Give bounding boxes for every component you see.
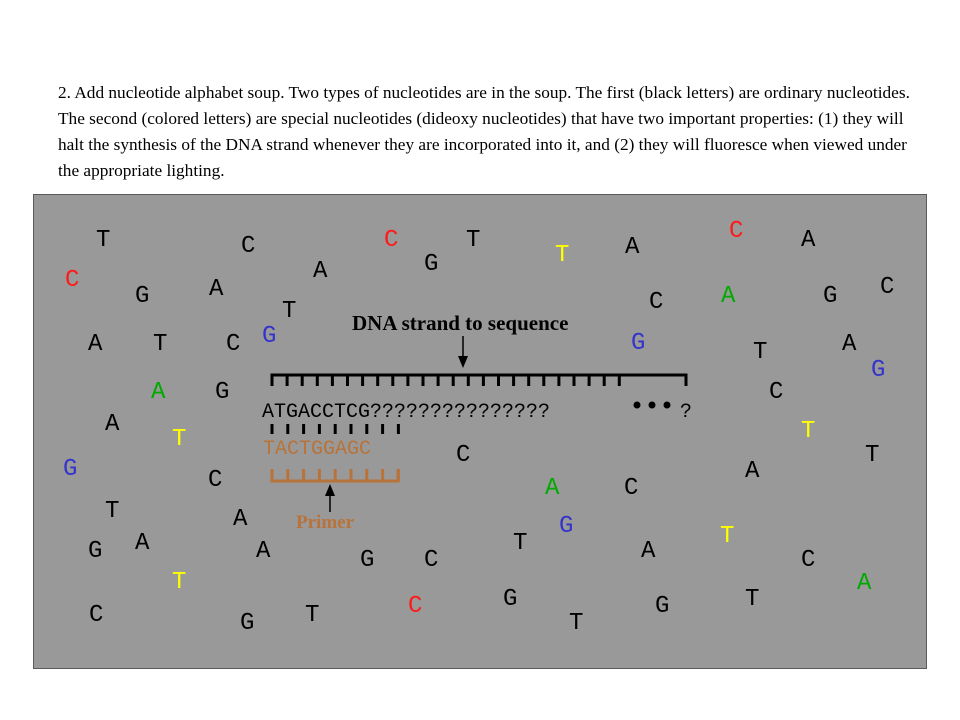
dideoxy-nucleotide-G: G (63, 456, 78, 483)
nucleotide-C: C (424, 547, 439, 574)
nucleotide-T: T (865, 442, 880, 469)
nucleotide-A: A (625, 234, 640, 261)
nucleotide-A: A (256, 538, 271, 565)
nucleotide-T: T (153, 331, 168, 358)
dideoxy-nucleotide-A: A (151, 379, 166, 406)
dideoxy-nucleotide-T: T (172, 569, 187, 596)
nucleotide-A: A (88, 331, 103, 358)
dideoxy-nucleotide-A: A (721, 283, 736, 310)
dideoxy-nucleotide-G: G (871, 357, 886, 384)
nucleotide-G: G (655, 593, 670, 620)
dideoxy-nucleotide-A: A (545, 475, 560, 502)
nucleotide-C: C (801, 547, 816, 574)
nucleotide-G: G (424, 251, 439, 278)
nucleotide-A: A (801, 227, 816, 254)
nucleotide-T: T (96, 227, 111, 254)
nucleotide-soup-panel (33, 194, 927, 669)
nucleotide-C: C (89, 602, 104, 629)
dideoxy-nucleotide-C: C (65, 267, 80, 294)
nucleotide-G: G (360, 547, 375, 574)
primer-bracket (270, 469, 400, 483)
nucleotide-T: T (745, 586, 760, 613)
nucleotide-A: A (313, 258, 328, 285)
base-pair-ticks (270, 424, 400, 434)
nucleotide-T: T (105, 498, 120, 525)
nucleotide-C: C (769, 379, 784, 406)
nucleotide-A: A (641, 538, 656, 565)
primer-label: Primer (296, 512, 355, 533)
nucleotide-A: A (105, 411, 120, 438)
nucleotide-A: A (135, 530, 150, 557)
nucleotide-G: G (135, 283, 150, 310)
nucleotide-A: A (745, 458, 760, 485)
nucleotide-T: T (282, 298, 297, 325)
instruction-text: 2. Add nucleotide alphabet soup. Two typ… (58, 83, 910, 180)
nucleotide-A: A (209, 276, 224, 303)
template-bracket (270, 373, 688, 386)
dideoxy-nucleotide-G: G (559, 513, 574, 540)
nucleotide-A: A (233, 506, 248, 533)
dideoxy-nucleotide-T: T (172, 426, 187, 453)
nucleotide-T: T (513, 530, 528, 557)
nucleotide-G: G (823, 283, 838, 310)
nucleotide-T: T (305, 602, 320, 629)
dideoxy-nucleotide-T: T (555, 242, 570, 269)
nucleotide-G: G (215, 379, 230, 406)
nucleotide-T: T (753, 339, 768, 366)
dideoxy-nucleotide-C: C (729, 218, 744, 245)
nucleotide-C: C (649, 289, 664, 316)
dideoxy-nucleotide-T: T (801, 418, 816, 445)
nucleotide-C: C (624, 475, 639, 502)
nucleotide-C: C (880, 274, 895, 301)
dideoxy-nucleotide-C: C (408, 593, 423, 620)
nucleotide-G: G (88, 538, 103, 565)
nucleotide-T: T (466, 227, 481, 254)
dideoxy-nucleotide-G: G (631, 330, 646, 357)
nucleotide-G: G (503, 586, 518, 613)
nucleotide-C: C (208, 467, 223, 494)
dideoxy-nucleotide-G: G (262, 323, 277, 350)
strand-arrow (458, 336, 468, 368)
strand-label: DNA strand to sequence (352, 311, 568, 335)
nucleotide-C: C (226, 331, 241, 358)
nucleotide-C: C (241, 233, 256, 260)
nucleotide-T: T (569, 610, 584, 637)
dideoxy-nucleotide-C: C (384, 227, 399, 254)
template-strand: ATGACCTCG??????????????? (262, 401, 550, 424)
nucleotide-A: A (842, 331, 857, 358)
dideoxy-nucleotide-T: T (720, 523, 735, 550)
primer-arrow (325, 484, 335, 512)
primer-sequence: TACTGGAGC (263, 438, 371, 461)
nucleotide-C: C (456, 442, 471, 469)
template-end: ? (680, 401, 692, 424)
continuation-dots (633, 401, 671, 409)
dideoxy-nucleotide-A: A (857, 570, 872, 597)
nucleotide-G: G (240, 610, 255, 637)
